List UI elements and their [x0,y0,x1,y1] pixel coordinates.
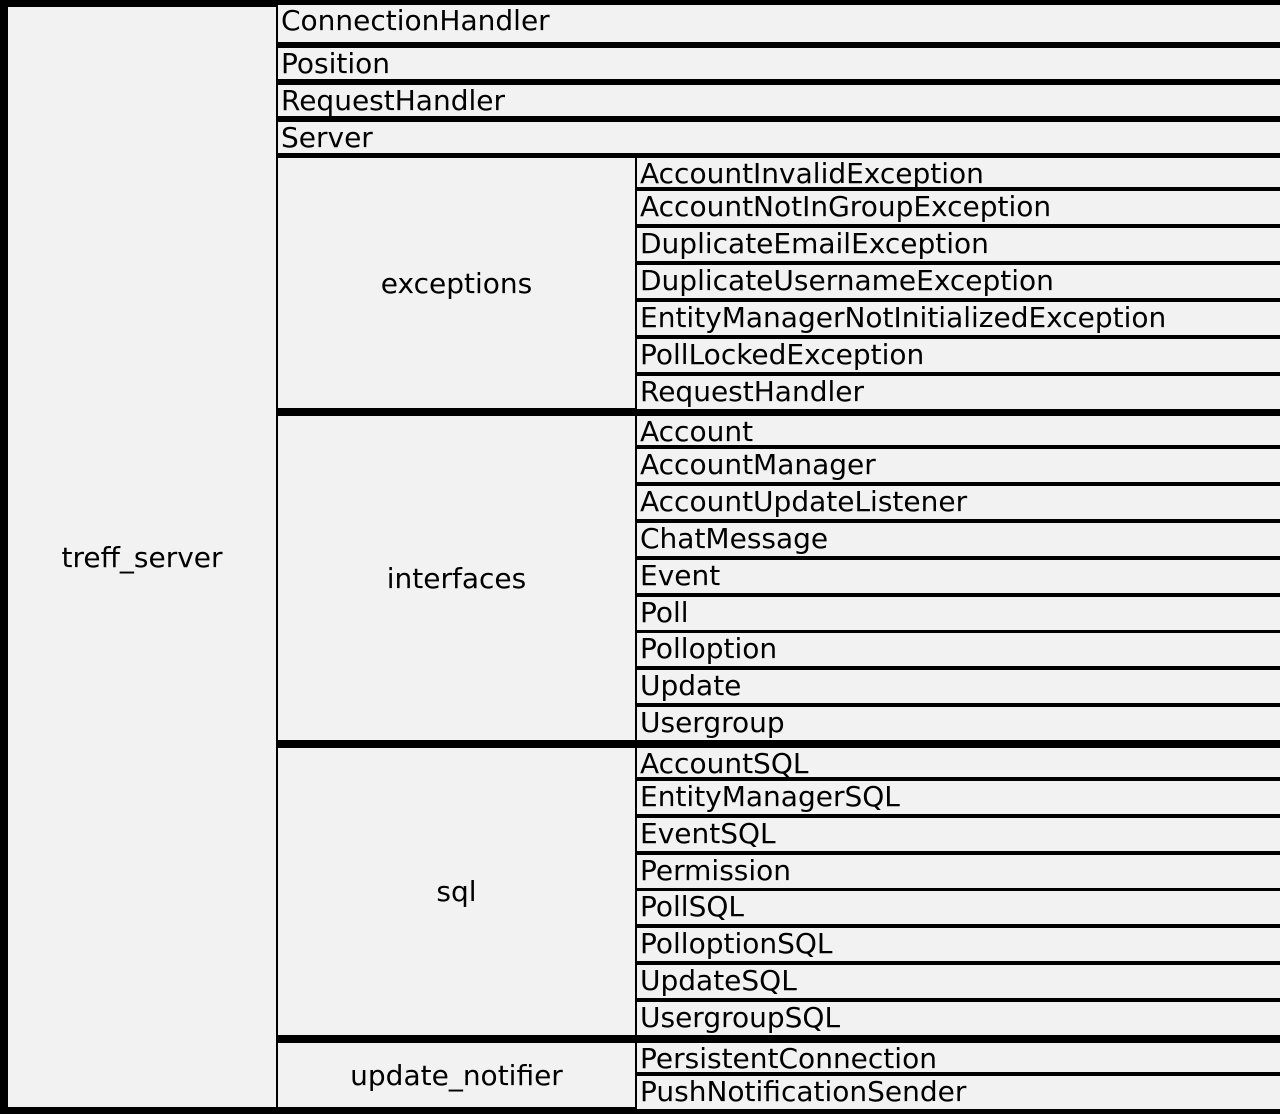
class-label: PollLockedException [640,339,925,371]
class-label: Event [640,560,721,592]
class-label: Usergroup [640,707,785,739]
class-label: PushNotificationSender [640,1076,967,1108]
class-cell: DuplicateUsernameException [637,265,1280,298]
class-label: AccountManager [640,449,876,481]
root-package-label: treff_server [61,540,223,574]
class-cell: Poll [637,597,1280,630]
class-label: Poll [640,597,689,629]
class-cell: AccountInvalidException [637,158,1280,187]
class-cell: AccountSQL [637,748,1280,777]
package-name-cell: exceptions [278,158,635,408]
class-cell: Update [637,670,1280,703]
class-label: PersistentConnection [640,1043,937,1072]
class-label: Update [640,670,742,702]
class-label: PollSQL [640,891,744,923]
class-label: RequestHandler [640,376,864,408]
class-label: AccountUpdateListener [640,486,968,518]
direct-class-label: Position [281,48,391,79]
class-label: Permission [640,855,792,887]
root-package-cell: treff_server [8,7,276,1107]
class-label: EntityManagerSQL [640,781,900,813]
class-cell: Permission [637,855,1280,888]
class-label: PolloptionSQL [640,928,833,960]
class-cell: AccountUpdateListener [637,486,1280,519]
class-cell: ChatMessage [637,523,1280,556]
class-label: AccountNotInGroupException [640,191,1052,223]
direct-class-label: RequestHandler [281,85,505,116]
class-label: Account [640,416,754,445]
class-cell: UsergroupSQL [637,1002,1280,1035]
package-name-label: exceptions [380,266,533,300]
class-cell: EntityManagerNotInitializedException [637,302,1280,335]
class-label: EntityManagerNotInitializedException [640,302,1167,334]
direct-class-label: Server [281,122,373,153]
class-label: ChatMessage [640,523,829,555]
class-cell: Usergroup [637,707,1280,740]
package-name-cell: sql [278,748,635,1035]
class-cell: EventSQL [637,818,1280,851]
package-name-label: sql [436,875,477,908]
class-cell: PersistentConnection [637,1043,1280,1072]
package-name-cell: update_notifier [278,1043,635,1107]
package-name-cell: interfaces [278,416,635,740]
direct-class-cell: ConnectionHandler [278,5,1280,42]
class-cell: AccountNotInGroupException [637,191,1280,224]
class-cell: UpdateSQL [637,965,1280,998]
class-label: DuplicateUsernameException [640,265,1054,297]
class-cell: PushNotificationSender [637,1076,1280,1109]
class-cell: AccountManager [637,449,1280,482]
class-cell: PollSQL [637,891,1280,924]
package-name-label: update_notifier [350,1058,563,1092]
class-label: Polloption [640,633,778,665]
direct-class-cell: RequestHandler [278,85,1280,116]
class-cell: RequestHandler [637,376,1280,409]
class-cell: DuplicateEmailException [637,228,1280,261]
class-label: UpdateSQL [640,965,797,997]
class-cell: PolloptionSQL [637,928,1280,961]
class-cell: Account [637,416,1280,445]
class-label: AccountSQL [640,748,809,777]
class-label: EventSQL [640,818,776,850]
class-label: DuplicateEmailException [640,228,989,260]
class-label: UsergroupSQL [640,1002,841,1034]
direct-class-label: ConnectionHandler [281,5,550,37]
package-name-label: interfaces [386,561,527,595]
class-cell: Event [637,560,1280,593]
class-cell: PollLockedException [637,339,1280,372]
class-cell: EntityManagerSQL [637,781,1280,814]
class-label: AccountInvalidException [640,158,984,187]
class-cell: Polloption [637,633,1280,666]
direct-class-cell: Position [278,48,1280,79]
direct-class-cell: Server [278,122,1280,153]
